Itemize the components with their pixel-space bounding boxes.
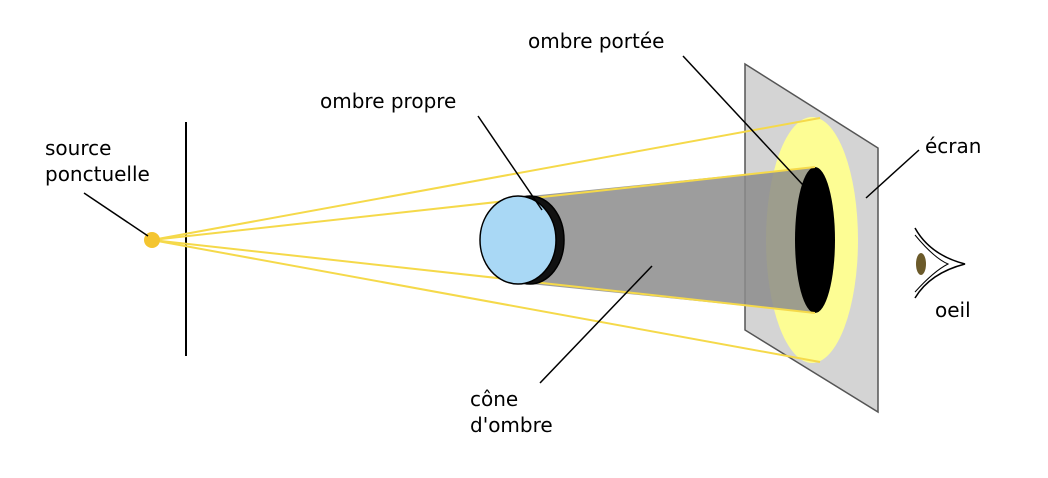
leader-cone: [539, 265, 653, 384]
ray-top-inner: [151, 166, 816, 241]
label-source-line2: ponctuelle: [45, 162, 150, 186]
ray-bottom-outer: [151, 239, 821, 363]
label-oeil: oeil: [935, 298, 971, 322]
ray-bottom-inner: [151, 239, 816, 314]
sphere-lit-side: [479, 195, 557, 285]
cast-shadow: [795, 167, 835, 313]
label-cone-line2: d'ombre: [470, 413, 553, 437]
eye-icon: [914, 227, 966, 299]
label-cone-ombre: cône d'ombre: [470, 386, 553, 438]
leader-source: [83, 192, 149, 237]
leader-ombre-propre: [477, 115, 543, 211]
label-source-line1: source: [45, 136, 112, 160]
label-ombre-propre: ombre propre: [320, 89, 457, 113]
shadow-cone: [530, 167, 815, 313]
leader-lines: [83, 55, 920, 384]
leader-ecran: [865, 149, 920, 199]
label-cone-line1: cône: [470, 387, 519, 411]
label-ombre-portee: ombre portée: [528, 29, 665, 53]
leader-ombre-portee: [682, 55, 804, 186]
light-rays: [151, 117, 821, 363]
ray-top-outer: [151, 117, 821, 241]
label-ecran: écran: [925, 134, 982, 158]
label-source-ponctuelle: source ponctuelle: [45, 135, 150, 187]
